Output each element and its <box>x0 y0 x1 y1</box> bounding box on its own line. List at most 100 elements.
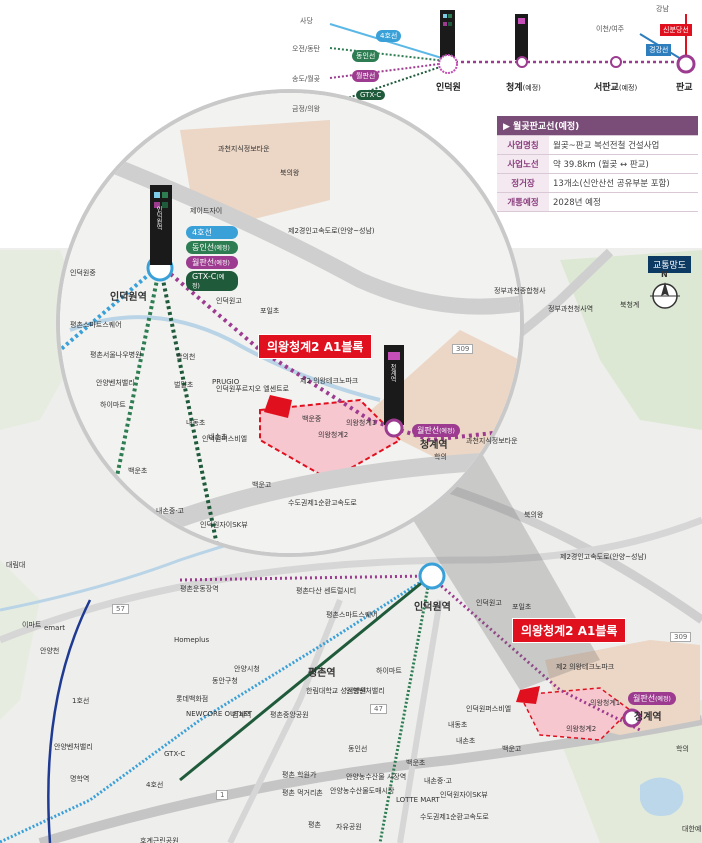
circle-map-label: 북의왕 <box>280 169 300 177</box>
circle-map-label: 백운중 <box>302 415 322 423</box>
main-map-label: 명학역 <box>70 775 90 783</box>
main-map-label: 정부과천종합청사 <box>494 287 546 295</box>
main-map-label: 동인선 <box>348 745 368 753</box>
chip-gtxc: GTX-C(예정) <box>186 271 238 291</box>
circle-map-label: 의왕청계1 <box>346 419 377 427</box>
chip-gyeonggang: 경강선 <box>646 44 672 56</box>
main-map-label: 정부과천청사역 <box>548 305 594 313</box>
chip-dongin-top: 동인선 <box>352 50 380 62</box>
road-number: 309 <box>452 344 474 354</box>
road-number: 1 <box>216 790 229 800</box>
circle-map-label: 제2 의왕테크노파크 <box>300 377 359 385</box>
main-map-label: 안양농수산물도매시장 <box>330 787 395 795</box>
traffic-badge: 교통망도 <box>648 256 692 273</box>
main-map-label: 평촌 학원가 <box>282 771 317 779</box>
main-map-label: 호계근린공원 <box>140 837 179 843</box>
circle-map-label: 학의천 <box>176 353 196 361</box>
main-map-label: 학의 <box>676 745 689 753</box>
main-map-label: 자유공원 <box>336 823 362 831</box>
circle-map-label: 청계역 <box>420 440 448 451</box>
station-cheonggye-top: 청계(예정) <box>506 83 541 93</box>
circle-map-label: 내동초 <box>186 419 206 427</box>
main-map-label: 포일초 <box>512 603 532 611</box>
circle-map-label: 백운고 <box>252 481 272 489</box>
chip-wolpan-top: 월판선 <box>352 70 380 82</box>
main-map-label: 인덕원고 <box>476 599 502 607</box>
circle-map-label: 벌말초 <box>174 381 194 389</box>
main-map-label: 4호선 <box>146 781 164 789</box>
main-map-label: 백운초 <box>406 759 426 767</box>
dest-geumjeong: 금정/의왕 <box>292 105 321 113</box>
main-map-label: 수도권제1순환고속도로 <box>420 813 489 821</box>
chip-sinbundang: 신분당선 <box>660 24 692 36</box>
circle-map-label: 인덕원역 <box>110 292 147 303</box>
main-map-label: 평촌운동장역 <box>180 585 219 593</box>
main-map-label: 이마트 <box>22 621 42 629</box>
main-map-label: 내손중·고 <box>424 777 452 785</box>
dest-gangnam: 강남 <box>656 5 669 13</box>
dest-songdo: 송도/월곶 <box>292 75 321 83</box>
chip-gtxc-top: GTX-C <box>356 90 386 100</box>
road-number: 309 <box>670 632 692 642</box>
circle-map-label: 제2경인고속도로(안양~성남) <box>288 227 375 235</box>
circle-map-label: 안양벤처밸리 <box>96 379 135 387</box>
main-map-label: Homeplus <box>174 636 210 644</box>
main-map-label: 안양벤처밸리 <box>54 743 93 751</box>
main-map-label: 범계역 <box>232 711 252 719</box>
main-map-label: 제2경인고속도로(안양~성남) <box>560 553 647 561</box>
road-number: 57 <box>112 604 129 614</box>
circle-map-label: 제이드자이 <box>190 207 223 215</box>
circle-map-label: 의왕청계2 <box>318 431 349 439</box>
circle-map-label: 내손중·고 <box>156 507 184 515</box>
main-map-label: 평촌역 <box>308 668 336 679</box>
main-map-label: 안양농수산물 시장역 <box>346 773 407 781</box>
tower-cheonggye-top <box>515 14 528 68</box>
circle-map-label: 학의 <box>434 453 447 461</box>
tower-induk-top <box>438 10 458 74</box>
main-map-label: 인덕원자이SK뷰 <box>440 791 488 799</box>
chip-line4-top: 4호선 <box>376 30 402 42</box>
chip-dongin: 동인선(예정) <box>186 241 238 254</box>
circle-map-label: 과천지식정보타운 <box>218 145 270 153</box>
main-map-label: 청계역 <box>634 712 662 723</box>
main-map-label: 북의왕 <box>524 511 544 519</box>
chip-wolpan-circle: 월판선(예정) <box>412 424 460 437</box>
circle-map-label: 하이마트 <box>100 401 126 409</box>
circle-map-label: 인덕원푸르지오 엘센트로 <box>216 385 290 393</box>
main-map-label: 제2 의왕테크노파크 <box>556 663 615 671</box>
station-seopangyo-top: 서판교(예정) <box>594 83 638 93</box>
station-induk-top: 인덕원 <box>436 83 461 93</box>
circle-map-label: 인덕원자이SK뷰 <box>200 521 248 529</box>
info-header: ▶ 월곶판교선(예정) <box>497 116 698 136</box>
main-map-label: 평촌스마트스퀘어 <box>326 611 378 619</box>
north-label: N <box>661 270 668 279</box>
main-map-label: 평촌다산 센트럴시티 <box>296 587 357 595</box>
main-map-label: 평촌 먹거리촌 <box>282 789 323 797</box>
chip-line4: 4호선 <box>186 226 238 239</box>
main-map-label: emart <box>44 624 66 632</box>
main-map-label: 안양천 <box>40 647 60 655</box>
chip-wolpan: 월판선(예정) <box>186 256 238 269</box>
main-map-label: 안양벤처밸리 <box>346 687 385 695</box>
chip-wolpan-main: 월판선(예정) <box>628 692 676 705</box>
main-map-label: LOTTE MART <box>396 796 440 804</box>
station-pangyo-top: 판교 <box>676 83 693 93</box>
main-map-label: 동안구청 <box>212 677 238 685</box>
main-map-label: 대한예 <box>682 825 702 833</box>
circle-map-label: 백운초 <box>128 467 148 475</box>
main-map-label: 롯데백화점 <box>176 695 209 703</box>
main-map-label: 평촌중앙공원 <box>270 711 309 719</box>
circle-map-label: 내손초 <box>208 433 228 441</box>
callout-circle-block: 의왕청계2 A1블록 <box>258 334 373 359</box>
main-map-label: 평촌 <box>308 821 321 829</box>
circle-map-label: 포일초 <box>260 307 280 315</box>
dest-sadang: 사당 <box>300 17 313 25</box>
main-map-label: 한림대학교 성심병원 <box>306 687 367 695</box>
circle-map-label: PRUGIO <box>212 378 240 386</box>
circle-map-label: 수도권제1순환고속도로 <box>288 499 357 507</box>
